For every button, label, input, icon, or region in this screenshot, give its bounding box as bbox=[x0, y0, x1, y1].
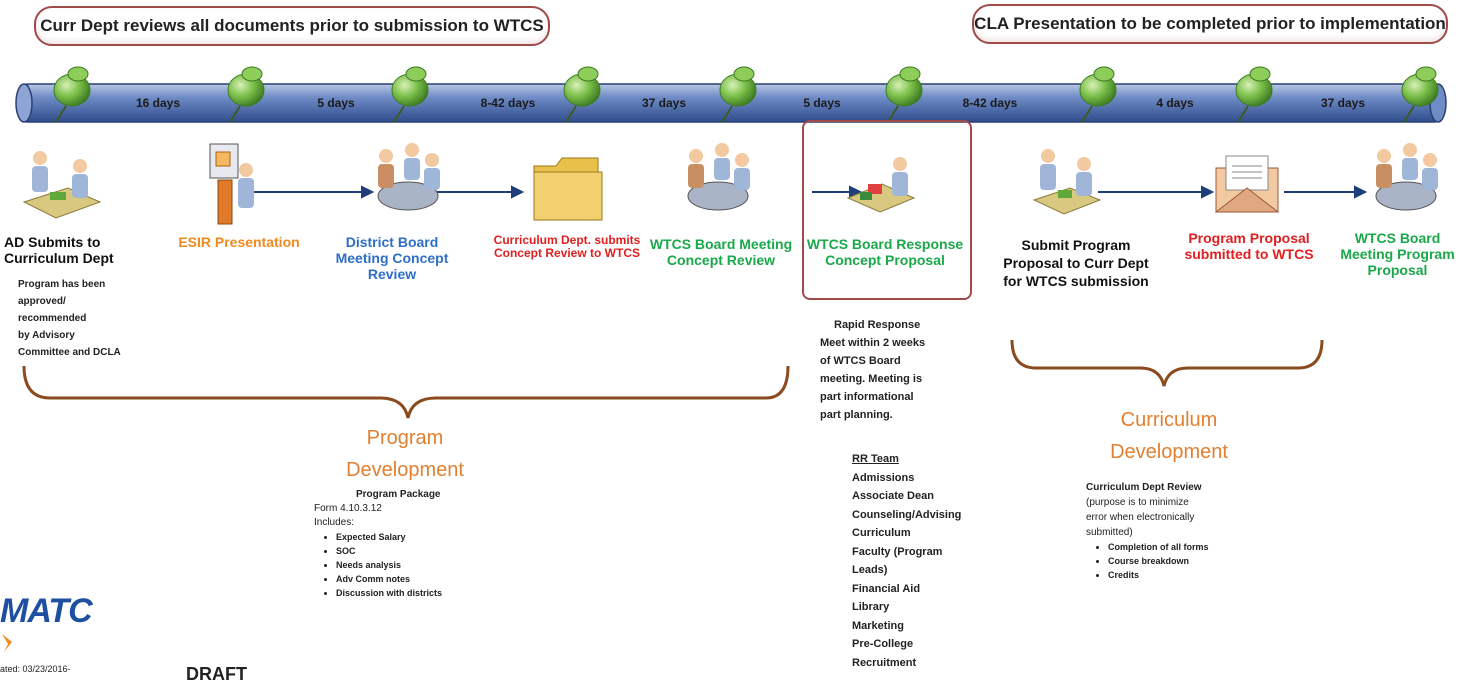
highlight-box bbox=[802, 120, 972, 300]
curriculum-development-bracket bbox=[1010, 339, 1324, 387]
program-development-bracket bbox=[22, 365, 790, 419]
interval-label: 4 days bbox=[1156, 96, 1194, 110]
draft-label: DRAFT bbox=[186, 664, 247, 684]
timeline-pin-icon bbox=[53, 66, 91, 123]
stage-title-esir: ESIR Presentation bbox=[178, 234, 300, 250]
timeline-pin-icon bbox=[563, 66, 601, 123]
stage-title-ad-submits: AD Submits to Curriculum Dept bbox=[4, 234, 114, 266]
interval-label: 37 days bbox=[1321, 96, 1365, 110]
ad-note: Program has been approved/ recommended b… bbox=[18, 279, 121, 358]
interval-label: 5 days bbox=[317, 96, 355, 110]
interval-label: 8-42 days bbox=[963, 96, 1018, 110]
matc-logo: MATC bbox=[0, 592, 93, 630]
timeline-bar: 16 days 5 days 8-42 days 37 days 5 days 8-42 … bbox=[15, 66, 1447, 123]
interval-label: 8-42 days bbox=[481, 96, 536, 110]
timeline-pin-icon bbox=[1079, 66, 1117, 123]
folder-icon bbox=[533, 157, 603, 221]
program-package: Program Package Form 4.10.3.12 Includes:… bbox=[314, 488, 442, 600]
callout-left-text: Curr Dept reviews all documents prior to… bbox=[40, 16, 544, 35]
callout-right-text: CLA Presentation to be completed prior t… bbox=[974, 14, 1446, 33]
envelope-icon bbox=[1214, 155, 1280, 213]
presenter-icon bbox=[209, 143, 254, 225]
stage-title-district-board: District Board Meeting Concept Review bbox=[335, 234, 449, 282]
stage-title-program-proposal-submitted: Program Proposal submitted to WTCS bbox=[1184, 230, 1314, 262]
stage-title-wtcs-board-response: WTCS Board Response Concept Proposal bbox=[806, 236, 964, 268]
timeline-pin-icon bbox=[1235, 66, 1273, 123]
curriculum-review: Curriculum Dept Review (purpose is to mi… bbox=[1086, 480, 1209, 582]
board-meeting-icon bbox=[377, 143, 440, 211]
stage-title-curr-dept-submits: Curriculum Dept. submits Concept Review … bbox=[493, 233, 641, 260]
timeline-pin-icon bbox=[1401, 66, 1439, 123]
desk-worker-icon bbox=[846, 157, 916, 213]
interval-label: 37 days bbox=[642, 96, 686, 110]
logo-star-icon bbox=[2, 634, 12, 652]
board-meeting-icon bbox=[687, 143, 750, 211]
callout-curr-dept-review: Curr Dept reviews all documents prior to… bbox=[34, 6, 550, 46]
timeline-pin-icon bbox=[719, 66, 757, 123]
board-meeting-icon bbox=[1375, 143, 1438, 211]
interval-label: 16 days bbox=[136, 96, 180, 110]
timeline-pin-icon bbox=[885, 66, 923, 123]
curriculum-development-title: Curriculum Development bbox=[1110, 409, 1228, 463]
stage-title-wtcs-board-program: WTCS Board Meeting Program Proposal bbox=[1340, 230, 1455, 278]
rapid-response-note: Rapid Response Meet within 2 weeks of WT… bbox=[820, 319, 926, 421]
updated-date: ated: 03/23/2016- bbox=[0, 664, 71, 674]
timeline-pin-icon bbox=[391, 66, 429, 123]
rr-team: RR Team Admissions Associate Dean Counse… bbox=[852, 453, 962, 669]
meeting-icon bbox=[22, 151, 102, 219]
program-development-title: Program Development bbox=[346, 427, 464, 481]
interval-label: 5 days bbox=[803, 96, 841, 110]
stage-icons bbox=[22, 143, 1438, 225]
meeting-icon bbox=[1032, 149, 1102, 215]
callout-cla-presentation: CLA Presentation to be completed prior t… bbox=[972, 4, 1448, 44]
stage-title-wtcs-board-concept: WTCS Board Meeting Concept Review bbox=[649, 236, 793, 268]
timeline-pin-icon bbox=[227, 66, 265, 123]
stage-title-submit-program-proposal: Submit Program Proposal to Curr Dept for… bbox=[1003, 237, 1149, 289]
